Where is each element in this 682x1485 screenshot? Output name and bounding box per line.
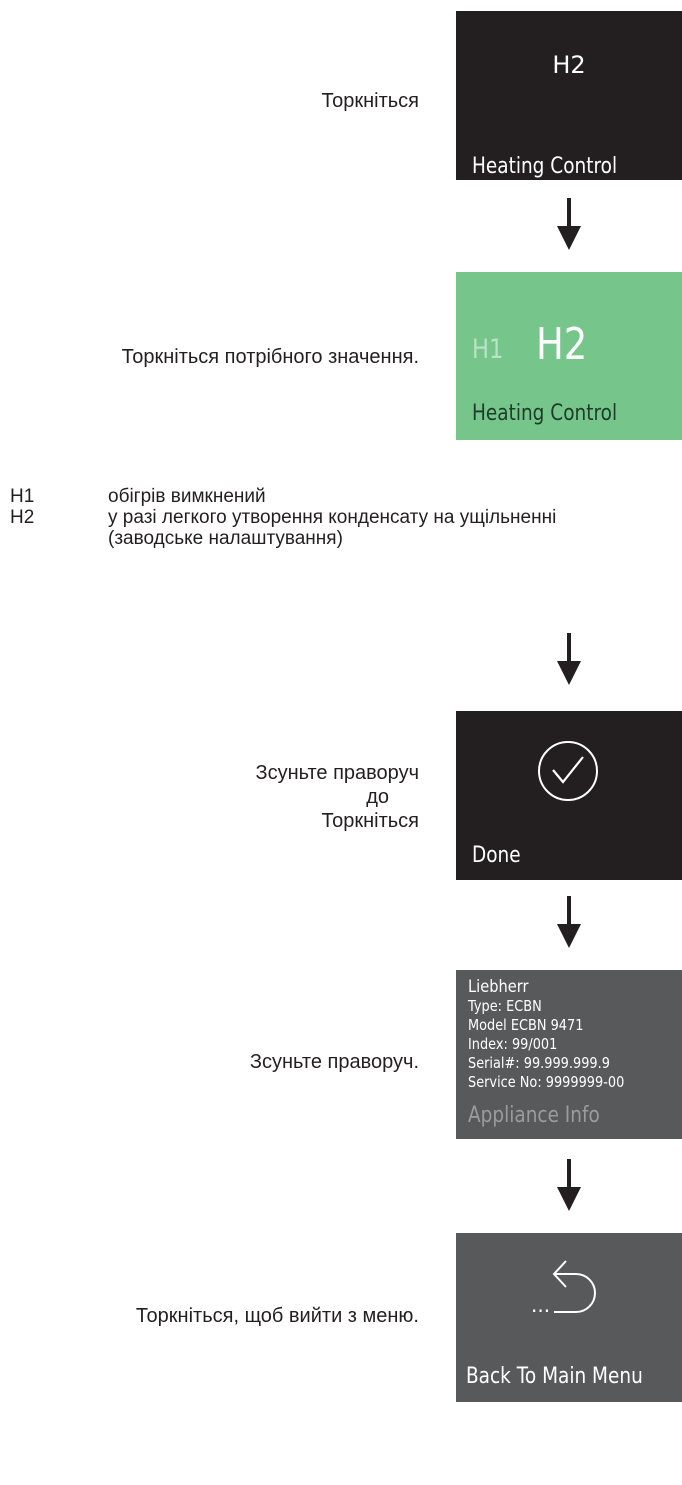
legend-code: H2 bbox=[10, 507, 35, 528]
instruction-step2: Торкніться потрібного значення. bbox=[121, 346, 419, 368]
heating-control-screen[interactable]: H2 Heating Control bbox=[456, 11, 682, 180]
screen-label: Done bbox=[472, 843, 521, 868]
heating-control-select-screen[interactable]: H1 H2 Heating Control bbox=[456, 272, 682, 440]
instruction-line: до bbox=[366, 786, 389, 808]
legend-row-h2: H2 у разі легкого утворення конденсату н… bbox=[10, 507, 556, 549]
screen-label: Heating Control bbox=[472, 401, 618, 426]
instruction-step1: Торкніться bbox=[321, 90, 419, 112]
back-arrow-icon bbox=[552, 1260, 596, 1313]
instruction-line: Зсуньте праворуч bbox=[255, 762, 419, 784]
legend-text-line: у разі легкого утворення конденсату на у… bbox=[108, 507, 557, 528]
legend-row-h1: H1 обігрів вимкнений bbox=[10, 486, 556, 507]
screen-label: Heating Control bbox=[472, 154, 618, 179]
option-h1[interactable]: H1 bbox=[472, 334, 504, 365]
instruction-step4: Зсуньте праворуч. bbox=[249, 1051, 419, 1073]
down-arrow-icon bbox=[557, 198, 581, 250]
appliance-info-lines: Liebherr Type: ECBN Model ECBN 9471 Inde… bbox=[468, 977, 650, 1092]
info-model: Model ECBN 9471 bbox=[468, 1016, 584, 1034]
appliance-info-screen[interactable]: Liebherr Type: ECBN Model ECBN 9471 Inde… bbox=[456, 970, 682, 1139]
legend-text-line: (заводське налаштування) bbox=[108, 528, 343, 549]
option-h2[interactable]: H2 bbox=[536, 319, 588, 370]
legend-code: H1 bbox=[10, 486, 35, 507]
heating-value: H2 bbox=[552, 51, 586, 79]
down-arrow-icon bbox=[557, 896, 581, 948]
down-arrow-icon bbox=[557, 633, 581, 685]
info-service: Service No: 9999999-00 bbox=[468, 1073, 625, 1091]
instruction-step3: Зсуньте праворуч до Торкніться bbox=[255, 761, 419, 833]
info-index: Index: 99/001 bbox=[468, 1035, 558, 1053]
screen-label: Back To Main Menu bbox=[466, 1364, 643, 1389]
legend-text: обігрів вимкнений bbox=[108, 486, 266, 507]
legend-text: у разі легкого утворення конденсату на у… bbox=[108, 507, 556, 549]
legend: H1 обігрів вимкнений H2 у разі легкого у… bbox=[10, 486, 556, 549]
info-serial: Serial#: 99.999.999.9 bbox=[468, 1054, 610, 1072]
info-brand: Liebherr bbox=[468, 977, 529, 997]
screen-label: Appliance Info bbox=[468, 1103, 600, 1128]
done-screen[interactable]: Done bbox=[456, 711, 682, 880]
instruction-line: Торкніться bbox=[321, 810, 419, 832]
down-arrow-icon bbox=[557, 1159, 581, 1211]
instruction-step5: Торкніться, щоб вийти з меню. bbox=[135, 1305, 419, 1327]
info-type: Type: ECBN bbox=[468, 997, 542, 1015]
dots: ... bbox=[531, 1293, 551, 1317]
back-to-main-menu-screen[interactable]: ... Back To Main Menu bbox=[456, 1233, 682, 1402]
check-circle-icon bbox=[538, 741, 598, 801]
